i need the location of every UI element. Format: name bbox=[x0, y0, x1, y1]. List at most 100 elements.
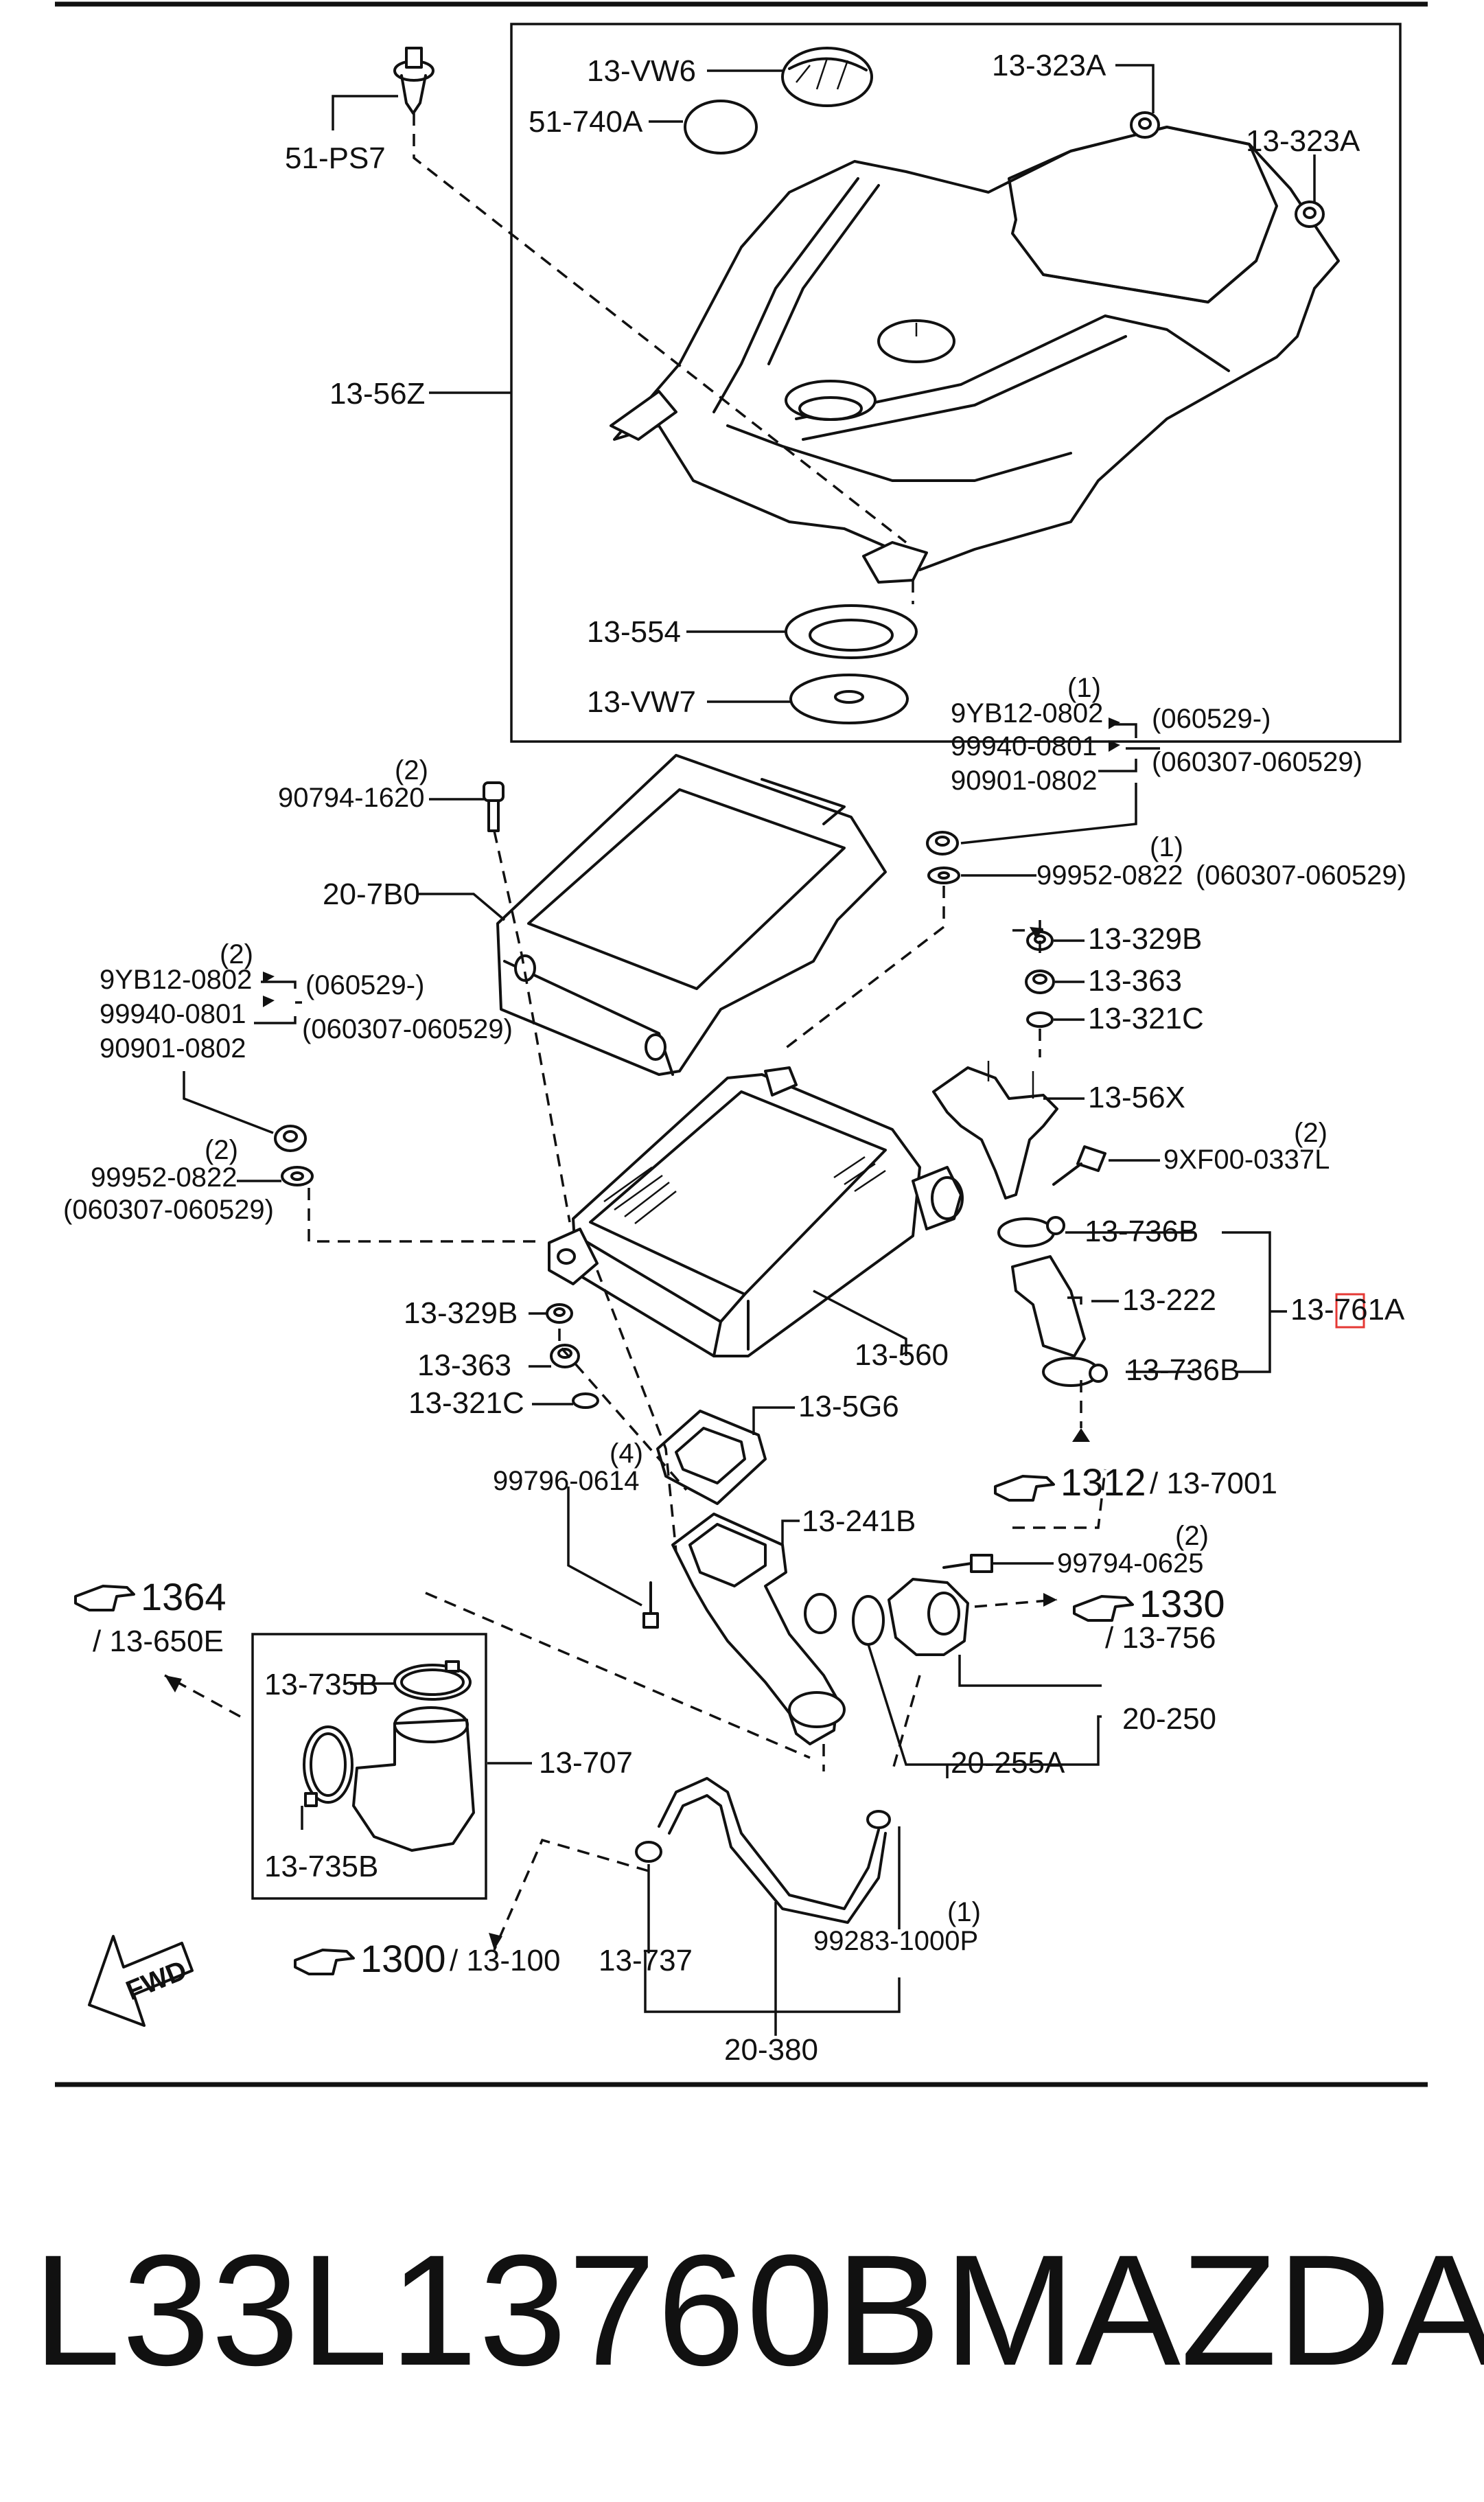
clamp-13-736b-upper bbox=[997, 1216, 1065, 1248]
label-qty-1-a: (1) bbox=[1067, 673, 1101, 703]
label-51-740a: 51-740A bbox=[529, 105, 643, 139]
label-13-321c-right: 13-321C bbox=[1088, 1002, 1204, 1035]
label-99794-0625: 99794-0625 bbox=[1057, 1548, 1204, 1579]
leader-lines bbox=[183, 64, 1316, 2036]
intercooler-cover-20-7b0 bbox=[496, 754, 887, 1076]
ring-13-vw7 bbox=[789, 674, 909, 724]
label-date-060529-left: (060529-) bbox=[305, 970, 424, 1000]
ref-1300: 1300 bbox=[360, 1937, 446, 1980]
label-13-735b-upper: 13-735B bbox=[264, 1668, 378, 1701]
label-13-329b-right: 13-329B bbox=[1088, 922, 1202, 956]
label-20-380: 20-380 bbox=[724, 2033, 818, 2067]
label-date-060307-right: (060307-060529) bbox=[1152, 747, 1363, 777]
hose-13-222 bbox=[1011, 1255, 1086, 1357]
label-13-323a-1: 13-323A bbox=[992, 49, 1106, 82]
clamp-13-735b-lower bbox=[303, 1725, 353, 1807]
ref-1330: 1330 bbox=[1139, 1582, 1225, 1625]
nut-13-323a-2 bbox=[1295, 200, 1325, 228]
hose-13-707 bbox=[352, 1706, 475, 1852]
label-qty-2-b: (2) bbox=[220, 939, 253, 969]
hand-pointer-icon-1300 bbox=[294, 1949, 355, 1975]
ref-1364: 1364 bbox=[141, 1575, 227, 1618]
label-13-554: 13-554 bbox=[587, 615, 681, 649]
label-13-321c-left: 13-321C bbox=[408, 1386, 524, 1420]
label-qty-1-b: (1) bbox=[1150, 832, 1183, 862]
label-qty-2-e: (2) bbox=[1175, 1521, 1209, 1551]
label-13-241b: 13-241B bbox=[802, 1504, 916, 1538]
gasket-13-5g6 bbox=[656, 1410, 767, 1505]
clamp-13-736b-lower bbox=[1042, 1357, 1108, 1387]
label-qty-2-c: (2) bbox=[1294, 1118, 1328, 1148]
label-13-737: 13-737 bbox=[599, 1944, 693, 1977]
gasket-20-255a bbox=[852, 1595, 885, 1646]
label-qty-1-c: (1) bbox=[947, 1897, 981, 1927]
highlight-mark bbox=[1335, 1293, 1365, 1329]
label-9xf00-0337l: 9XF00-0337L bbox=[1163, 1145, 1330, 1175]
cap-51-740a bbox=[684, 100, 758, 154]
label-20-7b0: 20-7B0 bbox=[323, 877, 420, 911]
ref-1312: 1312 bbox=[1060, 1460, 1146, 1504]
intercooler-13-560 bbox=[548, 1066, 964, 1357]
label-99283-1000p: 99283-1000P bbox=[813, 1926, 978, 1956]
label-date-99952-left: (060307-060529) bbox=[63, 1195, 274, 1225]
ring-13-554 bbox=[785, 604, 918, 659]
label-90901-0802-left: 90901-0802 bbox=[100, 1033, 246, 1064]
ref-1364-sub: / 13-650E bbox=[93, 1625, 224, 1658]
nut-9yb12-0802-left bbox=[274, 1125, 307, 1152]
washer-99952-0822-right bbox=[927, 866, 960, 884]
label-13-222: 13-222 bbox=[1122, 1283, 1216, 1317]
hand-pointer-icon-1312 bbox=[994, 1475, 1055, 1502]
bolt-90794-1620 bbox=[483, 781, 505, 832]
label-9yb12-0802-left: 9YB12-0802 bbox=[100, 965, 252, 995]
hand-pointer-icon-1364 bbox=[74, 1585, 135, 1611]
washer-99952-0822-left bbox=[281, 1166, 314, 1186]
label-qty-2-a: (2) bbox=[395, 755, 428, 785]
label-date-99952-right: (060307-060529) bbox=[1196, 860, 1406, 891]
label-20-255a: 20-255A bbox=[951, 1746, 1065, 1780]
washer-13-321c-right bbox=[1026, 1011, 1054, 1028]
bolt-99796-0614 bbox=[642, 1581, 659, 1629]
label-13-736b-lower: 13-736B bbox=[1126, 1353, 1240, 1387]
label-13-56x: 13-56X bbox=[1088, 1081, 1185, 1114]
ref-1300-sub: / 13-100 bbox=[450, 1944, 560, 1977]
footer-part-number: L33L13760B bbox=[33, 2222, 942, 2398]
label-13-5g6: 13-5G6 bbox=[798, 1390, 899, 1423]
label-99952-0822-right: 99952-0822 bbox=[1036, 860, 1183, 891]
label-13-56z: 13-56Z bbox=[329, 377, 425, 411]
label-51-ps7: 51-PS7 bbox=[285, 141, 386, 175]
hose-20-380 bbox=[635, 1777, 891, 1924]
label-99940-0801-left: 99940-0801 bbox=[100, 999, 246, 1029]
grommet-13-329b-left bbox=[546, 1303, 573, 1324]
valve-20-250 bbox=[888, 1578, 969, 1656]
fwd-arrow-icon bbox=[88, 1935, 194, 2027]
grommet-13-363-left bbox=[550, 1344, 580, 1368]
washer-13-321c-left bbox=[572, 1392, 599, 1409]
label-13-323a-2: 13-323A bbox=[1246, 124, 1360, 158]
label-13-363-right: 13-363 bbox=[1088, 964, 1182, 998]
hand-pointer-icon-1330 bbox=[1073, 1595, 1134, 1622]
ref-1330-sub: / 13-756 bbox=[1105, 1621, 1216, 1655]
nut-9yb12-0802-right bbox=[926, 831, 959, 856]
label-20-250: 20-250 bbox=[1122, 1702, 1216, 1736]
label-date-060529-right: (060529-) bbox=[1152, 704, 1271, 734]
label-13-735b-lower: 13-735B bbox=[264, 1850, 378, 1883]
bolt-9xf00-0337l bbox=[1052, 1145, 1106, 1186]
label-90901-0802-right: 90901-0802 bbox=[951, 766, 1098, 796]
label-13-736b-upper: 13-736B bbox=[1085, 1215, 1198, 1248]
label-13-329b-left: 13-329B bbox=[404, 1296, 518, 1330]
label-13-363-left: 13-363 bbox=[417, 1348, 511, 1382]
engine-cover bbox=[610, 126, 1340, 584]
footer-brand: MAZDA bbox=[944, 2222, 1484, 2398]
ref-1312-sub: / 13-7001 bbox=[1150, 1467, 1277, 1500]
label-13-560: 13-560 bbox=[855, 1338, 949, 1372]
label-13-707: 13-707 bbox=[539, 1746, 633, 1780]
label-13-761a: 13-761A bbox=[1290, 1293, 1405, 1327]
oil-cap-13-vw6 bbox=[781, 47, 873, 107]
label-13-vw7: 13-VW7 bbox=[587, 685, 696, 719]
label-99796-0614: 99796-0614 bbox=[493, 1466, 640, 1496]
clamp-13-735b-upper bbox=[393, 1660, 472, 1701]
grommet-13-363-right bbox=[1025, 969, 1055, 994]
duct-13-241b bbox=[671, 1513, 846, 1745]
hose-group-box bbox=[251, 1633, 487, 1900]
label-qty-2-d: (2) bbox=[205, 1135, 238, 1165]
